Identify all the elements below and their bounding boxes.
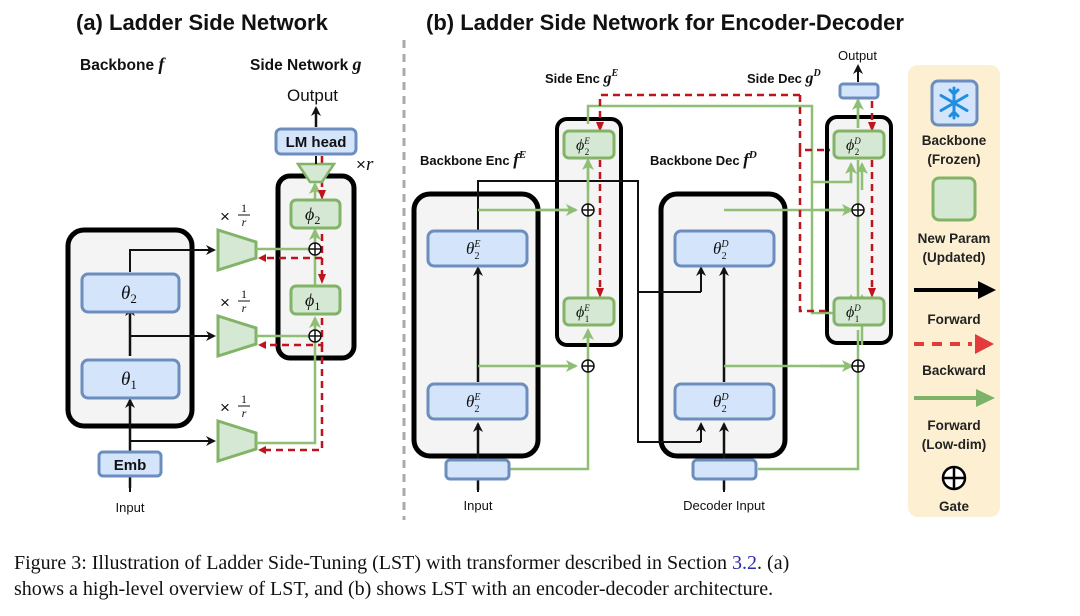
backward-arrowhead [318, 274, 326, 284]
svg-text:ϕ2: ϕ2 [305, 204, 320, 227]
side-network-label: Side Network g [250, 54, 362, 74]
backbone-label: Backbone f [80, 54, 166, 74]
svg-text:LM head: LM head [286, 134, 347, 151]
upsample-block [295, 162, 337, 184]
backward-arrowhead [258, 254, 266, 262]
svg-text:θ1: θ1 [121, 369, 137, 392]
emb-block: Emb [97, 450, 163, 478]
svg-text:θD2: θD2 [713, 392, 729, 415]
downsample-block-1: × 1 r [216, 201, 258, 273]
caption-suffix: . (a) [757, 552, 790, 574]
decoder-input-label: Decoder Input [683, 498, 765, 513]
svg-text:×: × [220, 207, 230, 226]
svg-text:ϕ1: ϕ1 [305, 290, 320, 313]
enc-to-dec-path-1 [477, 180, 701, 293]
red-dashed-arrow-icon [914, 334, 994, 354]
gate-icon [941, 465, 967, 491]
phi2-block: ϕ2 [289, 198, 342, 230]
backward-arrowhead [258, 341, 266, 349]
legend-backward: Backward [922, 363, 986, 378]
legend-forward-lowdim-line2: (Low-dim) [922, 437, 986, 452]
legend-param-line2: (Updated) [923, 250, 986, 265]
panel-b-title: (b) Ladder Side Network for Encoder-Deco… [426, 10, 904, 35]
panel-a-title: (a) Ladder Side Network [76, 10, 329, 35]
output-label-a: Output [287, 86, 338, 105]
gate-icon [581, 359, 595, 373]
svg-text:ϕE2: ϕE2 [576, 136, 590, 157]
black-arrow-icon [914, 281, 996, 299]
svg-text:θE2: θE2 [466, 392, 480, 415]
backbone-enc-label: Backbone Enc fE [420, 149, 526, 169]
green-square-icon [931, 176, 977, 222]
svg-text:ϕD2: ϕD2 [846, 136, 861, 157]
caption-line2: shows a high-level overview of LST, and … [14, 578, 774, 600]
phi1-block: ϕ1 [289, 284, 342, 316]
svg-text:1: 1 [241, 392, 247, 406]
downsample-block-2: × 1 r [216, 287, 258, 359]
green-arrow-icon [914, 389, 995, 407]
svg-text:θE2: θE2 [466, 239, 480, 262]
backward-arrowhead [596, 288, 604, 298]
lowdim-path-1 [256, 340, 317, 445]
backward-arrowhead [596, 122, 604, 132]
output-label-b: Output [838, 48, 877, 63]
svg-text:1: 1 [241, 287, 247, 301]
backward-arrowhead [868, 122, 876, 132]
svg-text:×: × [220, 398, 230, 417]
input-label-a: Input [116, 500, 145, 515]
enc-input-embedding [444, 458, 511, 481]
legend-forward-lowdim-line1: Forward [927, 418, 980, 433]
side-enc-label: Side Enc gE [545, 68, 619, 87]
legend-frozen-line2: (Frozen) [927, 152, 980, 167]
legend-forward: Forward [927, 312, 980, 327]
gate-icon [851, 359, 865, 373]
svg-text:1: 1 [241, 201, 247, 215]
svg-text:θ2: θ2 [121, 283, 137, 306]
gate-icon [308, 329, 322, 343]
side-dec-label: Side Dec gD [747, 68, 821, 87]
legend-param-line1: New Param [918, 231, 991, 246]
svg-text:r: r [242, 215, 247, 229]
backward-arrowhead [868, 288, 876, 298]
svg-text:r: r [242, 406, 247, 420]
backward-arrowhead [318, 190, 326, 200]
legend-gate: Gate [939, 499, 970, 514]
gate-icon [851, 203, 865, 217]
svg-text:×: × [220, 293, 230, 312]
gate-icon [308, 242, 322, 256]
svg-text:Emb: Emb [114, 457, 147, 474]
backward-paths-b [598, 93, 874, 313]
theta1-block: θ1 [80, 358, 181, 400]
svg-text:ϕD1: ϕD1 [846, 303, 861, 324]
svg-text:θD2: θD2 [713, 239, 729, 262]
upsample-label: ×r [356, 154, 374, 175]
svg-text:ϕE1: ϕE1 [576, 303, 590, 324]
downsample-block-3: × 1 r [216, 392, 258, 464]
dec-input-embedding [691, 458, 758, 481]
forward-arrow-to-down1 [129, 245, 216, 272]
gate-icon [581, 203, 595, 217]
lm-head-block: LM head [274, 127, 358, 156]
input-label-b: Input [464, 498, 493, 513]
figure-caption: Figure 3: Illustration of Ladder Side-Tu… [14, 550, 1080, 602]
snowflake-icon [930, 79, 979, 127]
theta2-block: θ2 [80, 272, 181, 314]
backbone-dec-label: Backbone Dec fD [650, 149, 757, 169]
enc-to-dec-path-2 [637, 292, 701, 443]
legend-frozen-line1: Backbone [922, 133, 987, 148]
caption-prefix: Figure 3: Illustration of Ladder Side-Tu… [14, 552, 733, 574]
backward-arrowhead [258, 446, 266, 454]
section-link[interactable]: 3.2 [732, 552, 758, 574]
output-head-b [838, 82, 880, 100]
svg-text:r: r [242, 301, 247, 315]
